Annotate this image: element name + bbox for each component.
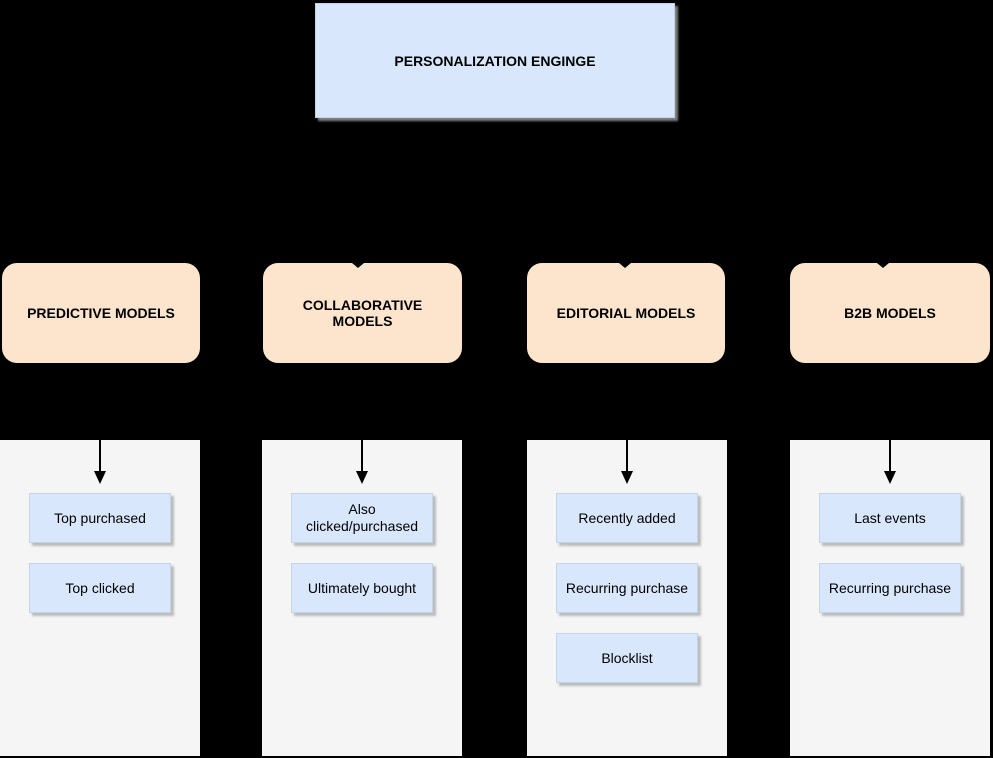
- model-node[interactable]: Recurring purchase: [556, 563, 698, 613]
- model-node[interactable]: Recently added: [556, 493, 698, 543]
- down-arrow-icon: [356, 440, 368, 484]
- down-arrow-icon: [94, 440, 106, 484]
- personalization-engine-node[interactable]: PERSONALIZATION ENGINGE: [315, 3, 675, 118]
- arrowhead-icon: [877, 263, 889, 268]
- category-node-label: PREDICTIVE MODELS: [27, 305, 175, 321]
- category-node-editorial[interactable]: EDITORIAL MODELS: [527, 263, 725, 363]
- category-node-label: B2B MODELS: [844, 305, 936, 321]
- model-node[interactable]: Blocklist: [556, 633, 698, 683]
- model-node[interactable]: Top clicked: [29, 563, 171, 613]
- model-node[interactable]: Ultimately bought: [291, 563, 433, 613]
- category-node-predictive[interactable]: PREDICTIVE MODELS: [2, 263, 200, 363]
- root-node-label: PERSONALIZATION ENGINGE: [394, 52, 596, 69]
- category-node-label: COLLABORATIVE MODELS: [302, 297, 423, 329]
- model-node[interactable]: Also clicked/purchased: [291, 493, 433, 543]
- down-arrow-icon: [621, 440, 633, 484]
- category-node-b2b[interactable]: B2B MODELS: [790, 263, 990, 363]
- category-node-label: EDITORIAL MODELS: [556, 305, 696, 321]
- down-arrow-icon: [884, 440, 896, 484]
- arrowhead-icon: [619, 263, 631, 268]
- model-node[interactable]: Recurring purchase: [819, 563, 961, 613]
- category-node-collaborative[interactable]: COLLABORATIVE MODELS: [263, 263, 462, 363]
- model-node[interactable]: Top purchased: [29, 493, 171, 543]
- arrowhead-icon: [352, 263, 364, 268]
- model-node[interactable]: Last events: [819, 493, 961, 543]
